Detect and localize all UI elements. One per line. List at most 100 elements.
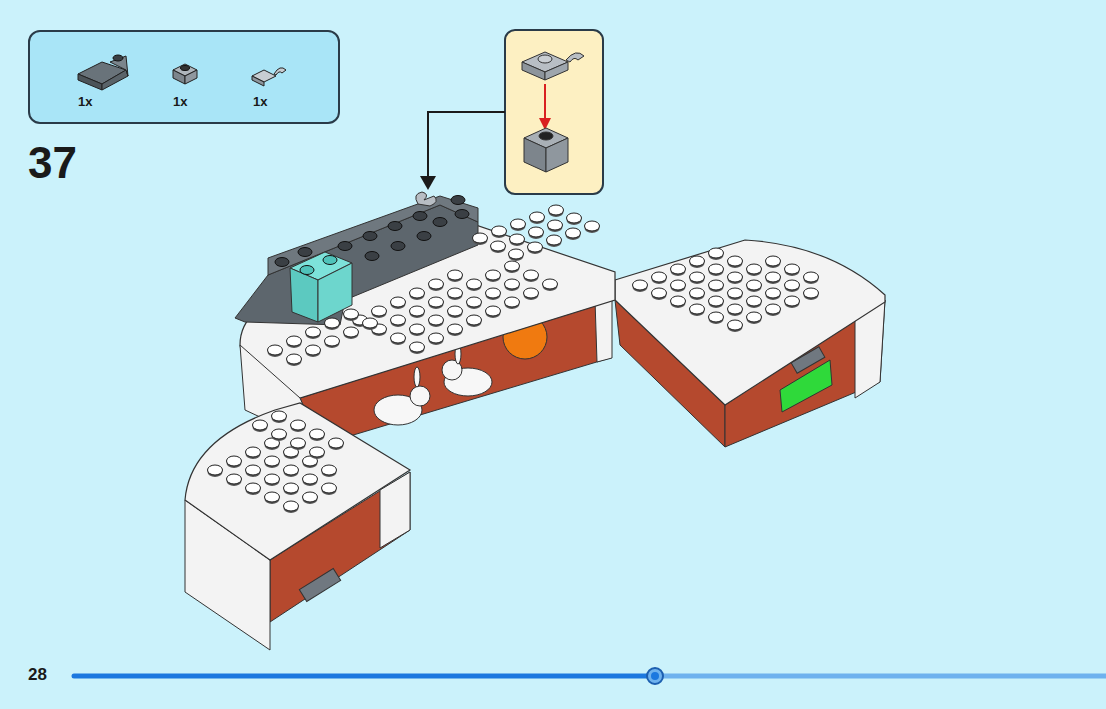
stud — [467, 297, 482, 307]
stud — [429, 333, 444, 343]
stud — [709, 296, 724, 306]
stud — [473, 233, 488, 243]
callout-box — [505, 30, 603, 194]
stud — [766, 272, 781, 282]
progress-knob-core — [651, 672, 659, 680]
grey-brick — [524, 128, 568, 172]
stud — [429, 297, 444, 307]
stud — [306, 327, 321, 337]
stud — [388, 222, 402, 231]
stud — [322, 483, 337, 493]
progress-knob — [647, 668, 663, 684]
stud — [467, 279, 482, 289]
stud — [410, 288, 425, 298]
stud — [747, 296, 762, 306]
stud — [265, 456, 280, 466]
stud — [728, 320, 743, 330]
stud — [585, 221, 600, 231]
stud — [310, 429, 325, 439]
stud — [451, 196, 465, 205]
stud — [303, 474, 318, 484]
stud — [413, 212, 427, 221]
stud — [323, 256, 337, 265]
stud — [391, 315, 406, 325]
stud — [486, 288, 501, 298]
stud — [524, 270, 539, 280]
leader-line — [428, 112, 505, 180]
stud — [208, 465, 223, 475]
stud — [433, 218, 447, 227]
stud — [284, 483, 299, 493]
stud — [709, 264, 724, 274]
stud — [467, 315, 482, 325]
stud — [785, 264, 800, 274]
stud — [344, 309, 359, 319]
stud — [652, 288, 667, 298]
stud — [528, 242, 543, 252]
stud — [291, 438, 306, 448]
stud — [310, 447, 325, 457]
stud — [303, 492, 318, 502]
stud — [690, 288, 705, 298]
stud — [391, 333, 406, 343]
stud — [728, 256, 743, 266]
clip-plate — [522, 52, 584, 80]
stud — [549, 205, 564, 215]
stud — [671, 264, 686, 274]
part-quantity: 1x — [253, 94, 267, 109]
progress-bar-rest — [655, 674, 1106, 679]
stud — [410, 324, 425, 334]
stud — [529, 227, 544, 237]
stud — [455, 210, 469, 219]
stud — [448, 270, 463, 280]
stud — [300, 266, 314, 275]
stud — [325, 336, 340, 346]
stud — [728, 304, 743, 314]
stud — [671, 280, 686, 290]
stud — [448, 324, 463, 334]
stud — [410, 306, 425, 316]
stud — [338, 242, 352, 251]
stud — [246, 447, 261, 457]
stud — [227, 474, 242, 484]
stud — [747, 264, 762, 274]
stud — [344, 327, 359, 337]
stud — [253, 420, 268, 430]
stud — [372, 306, 387, 316]
stud — [747, 312, 762, 322]
stud — [690, 256, 705, 266]
stud — [491, 241, 506, 251]
stud — [365, 252, 379, 261]
stud — [391, 242, 405, 251]
stud — [306, 345, 321, 355]
stud — [511, 219, 526, 229]
stud — [492, 226, 507, 236]
stud — [329, 438, 344, 448]
part-quantity: 1x — [173, 94, 187, 109]
stud — [287, 354, 302, 364]
stud — [728, 288, 743, 298]
model — [185, 192, 885, 650]
parts-panel: 1x1x1x — [28, 30, 340, 124]
leader-arrowhead — [420, 176, 436, 190]
stud — [785, 280, 800, 290]
stud — [505, 261, 520, 271]
stud — [505, 297, 520, 307]
stud — [785, 296, 800, 306]
stud — [566, 228, 581, 238]
stud — [265, 474, 280, 484]
stud — [804, 272, 819, 282]
stud — [709, 312, 724, 322]
stud — [709, 248, 724, 258]
step-number: 37 — [28, 138, 77, 188]
stud — [265, 492, 280, 502]
stud — [268, 345, 283, 355]
stud — [363, 232, 377, 241]
stud — [363, 318, 378, 328]
stud — [728, 272, 743, 282]
stud — [548, 220, 563, 230]
stud — [524, 288, 539, 298]
stud — [325, 318, 340, 328]
callout-arrow — [544, 84, 546, 122]
stud — [272, 411, 287, 421]
